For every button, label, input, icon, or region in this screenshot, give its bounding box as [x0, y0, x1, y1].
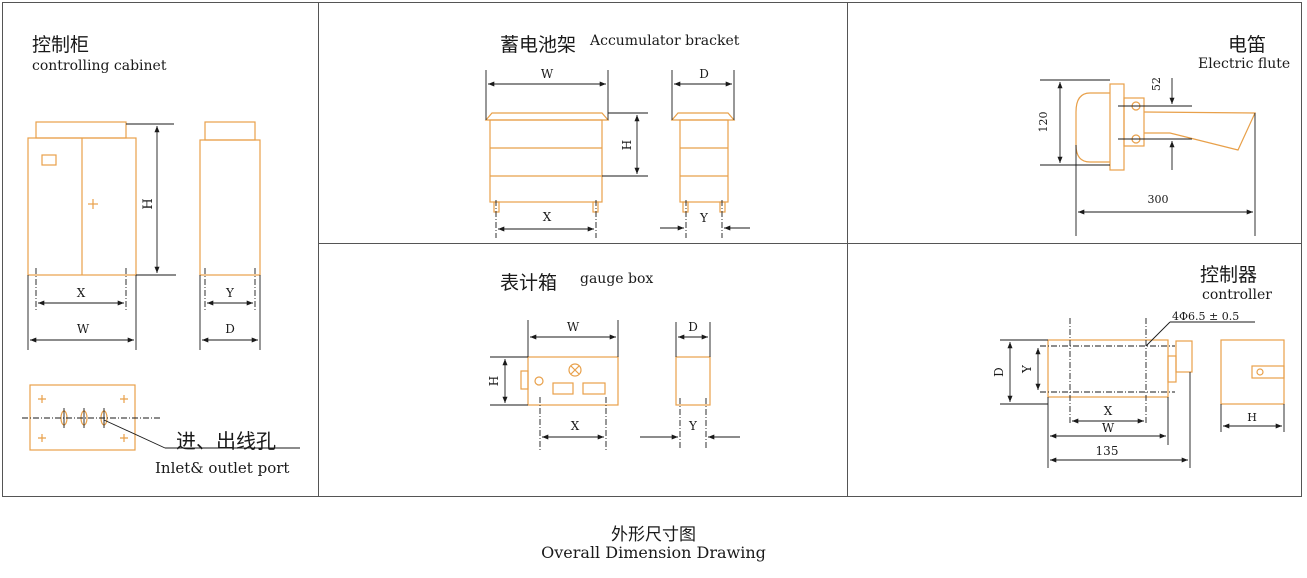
divider-3: [318, 243, 1302, 244]
port-label-en: Inlet& outlet port: [155, 459, 290, 477]
controller-dim-x: X: [1104, 404, 1113, 418]
controller-dims: [1000, 318, 1285, 468]
flute-title-en: Electric flute: [1198, 56, 1291, 72]
gauge-dim-x: X: [571, 419, 580, 433]
controller-title-en: controller: [1202, 287, 1272, 303]
flute-dim-120: 120: [1037, 112, 1050, 133]
bracket-dim-w: W: [541, 67, 554, 81]
gauge-dim-d: D: [688, 320, 698, 334]
bracket-side-view: [670, 112, 736, 213]
bracket-front-view: [484, 112, 610, 213]
bracket-dim-d: D: [699, 67, 709, 81]
flute-drawing: [1075, 83, 1256, 171]
controller-dim-135: 135: [1096, 444, 1119, 458]
cabinet-dims: [27, 123, 261, 350]
footer-title-en: Overall Dimension Drawing: [541, 543, 766, 562]
port-label-zh: 进、出线孔: [176, 429, 276, 453]
gauge-dim-w: W: [567, 320, 580, 334]
cabinet-dim-h: H: [141, 198, 156, 209]
controller-title-zh: 控制器: [1200, 264, 1258, 286]
cabinet-dim-d: D: [225, 322, 235, 336]
controller-dim-hole: 4Φ6.5 ± 0.5: [1172, 310, 1239, 323]
port-plan-view: [29, 384, 136, 451]
gauge-title-zh: 表计箱: [500, 272, 558, 294]
bracket-dim-h: H: [620, 140, 634, 150]
flute-dims: [1040, 78, 1256, 236]
bracket-title-zh: 蓄电池架: [500, 34, 577, 56]
cabinet-dim-w: W: [77, 322, 90, 336]
controller-dim-h: H: [1247, 411, 1257, 424]
controller-dim-w: W: [1102, 421, 1115, 435]
bracket-dim-y: Y: [699, 211, 709, 225]
controller-front-view: [1047, 339, 1193, 398]
drawing-frame: [2, 2, 1302, 497]
gauge-dim-y: Y: [688, 419, 698, 433]
cabinet-front-view: [27, 121, 137, 276]
controller-dim-y: Y: [1020, 364, 1034, 374]
gauge-dims: [490, 320, 740, 450]
controller-side-view: [1220, 339, 1285, 405]
gauge-side-view: [675, 356, 711, 406]
flute-title-zh: 电笛: [1228, 34, 1267, 56]
footer-title-zh: 外形尺寸图: [611, 525, 696, 545]
cabinet-title-zh: 控制柜: [32, 34, 90, 56]
cabinet-dim-x: X: [77, 286, 86, 300]
bracket-dim-x: X: [543, 210, 552, 224]
gauge-title-en: gauge box: [580, 271, 654, 287]
gauge-front-view: [520, 356, 619, 406]
divider-1: [318, 2, 319, 497]
cabinet-side-view: [199, 121, 261, 276]
gauge-dim-h: H: [487, 376, 501, 386]
cabinet-dim-y: Y: [225, 286, 235, 300]
cabinet-title-en: controlling cabinet: [32, 58, 167, 74]
bracket-title-en: Accumulator bracket: [590, 33, 740, 49]
flute-dim-52: 52: [1150, 77, 1163, 91]
bracket-dims: [485, 70, 750, 238]
controller-dim-d: D: [992, 367, 1006, 377]
divider-2: [847, 2, 848, 497]
flute-dim-300: 300: [1148, 193, 1169, 206]
